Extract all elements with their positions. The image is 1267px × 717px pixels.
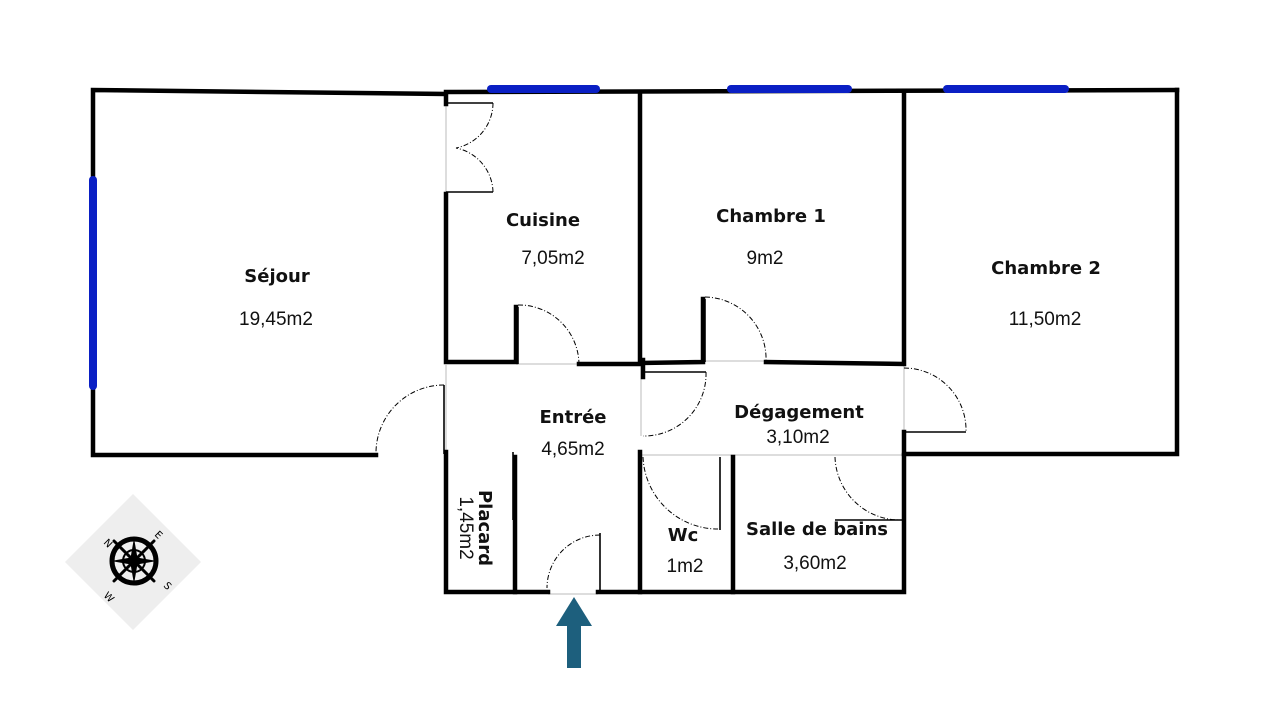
room-area: 4,65m2 [541,439,604,460]
room-name: Dégagement [734,402,864,423]
room-area: 7,05m2 [521,248,584,269]
room-name: Entrée [539,407,606,428]
windows [89,85,1069,390]
room-chambre2: Chambre 2 11,50m2 [991,258,1101,330]
room-placard: Placard 1,45m2 [455,490,495,566]
room-name: Séjour [244,266,310,287]
room-area: 3,60m2 [783,553,846,574]
room-chambre1: Chambre 1 9m2 [716,206,826,269]
room-area: 1m2 [667,556,704,577]
room-wc: Wc 1m2 [667,525,704,577]
room-area: 9m2 [747,248,784,269]
room-name: Chambre 1 [716,206,826,227]
doors [375,102,967,594]
room-area: 3,10m2 [766,427,829,448]
opening-lines [445,105,905,595]
room-area: 19,45m2 [239,309,313,330]
room-name: Cuisine [506,210,580,231]
entry-arrow-icon [556,597,592,668]
compass-rose-icon: N E S W [65,494,201,630]
room-sdb: Salle de bains 3,60m2 [746,519,888,574]
room-cuisine: Cuisine 7,05m2 [506,210,585,269]
room-name: Chambre 2 [991,258,1101,279]
room-area: 11,50m2 [1009,309,1082,330]
room-entree: Entrée 4,65m2 [539,407,606,460]
room-area: 1,45m2 [455,496,476,559]
room-sejour: Séjour 19,45m2 [239,266,313,330]
room-name: Wc [668,525,699,546]
room-name: Salle de bains [746,519,888,540]
room-name: Placard [474,490,495,566]
room-degagement: Dégagement 3,10m2 [734,402,864,448]
walls [90,87,1180,595]
